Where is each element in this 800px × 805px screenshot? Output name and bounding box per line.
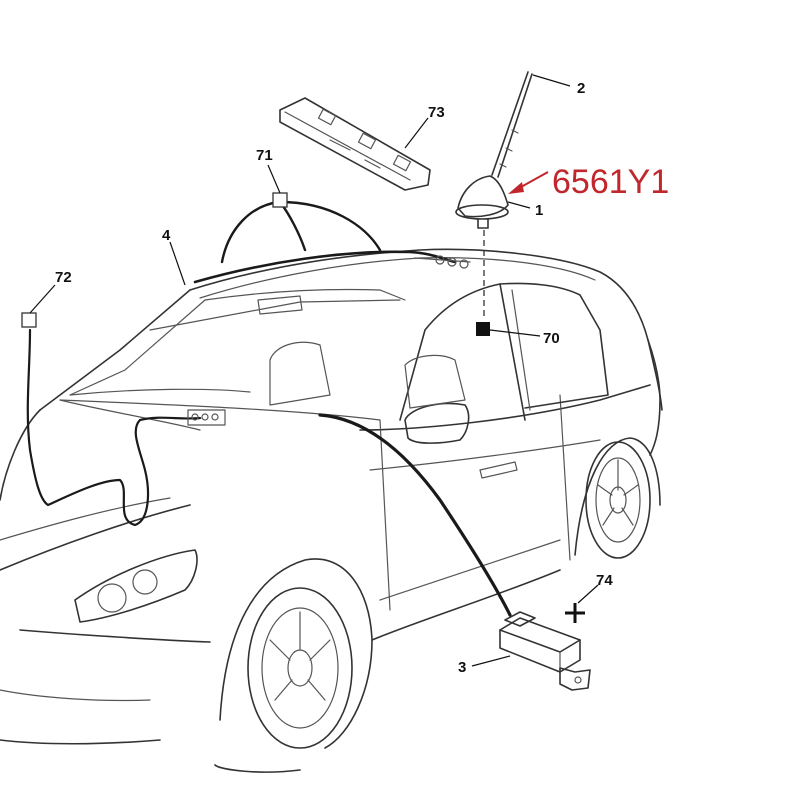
callout-3: 3 xyxy=(458,659,466,676)
amplifier-cable xyxy=(318,413,512,617)
callout-73: 73 xyxy=(428,104,445,121)
part-code-label: 6561Y1 xyxy=(552,163,669,201)
car-body xyxy=(0,248,663,773)
amplifier-module xyxy=(499,611,591,691)
screw-cross-mark xyxy=(565,603,585,623)
connector-box-72 xyxy=(21,312,37,328)
fixing-point-marker xyxy=(476,322,490,336)
leader-lines xyxy=(29,74,599,667)
connector-box-71 xyxy=(272,192,288,208)
callout-70: 70 xyxy=(543,330,560,347)
callout-71: 71 xyxy=(256,147,273,164)
roof-harness xyxy=(193,200,471,284)
windshield-harness xyxy=(26,328,226,527)
callout-2: 2 xyxy=(577,80,585,97)
callout-74: 74 xyxy=(596,572,613,589)
callout-4: 4 xyxy=(162,227,171,244)
callout-1: 1 xyxy=(535,202,543,219)
roof-clip xyxy=(279,97,431,191)
callout-72: 72 xyxy=(55,269,72,286)
antenna-base xyxy=(455,175,509,229)
highlight-arrow xyxy=(508,171,549,194)
antenna-mast xyxy=(491,71,533,178)
